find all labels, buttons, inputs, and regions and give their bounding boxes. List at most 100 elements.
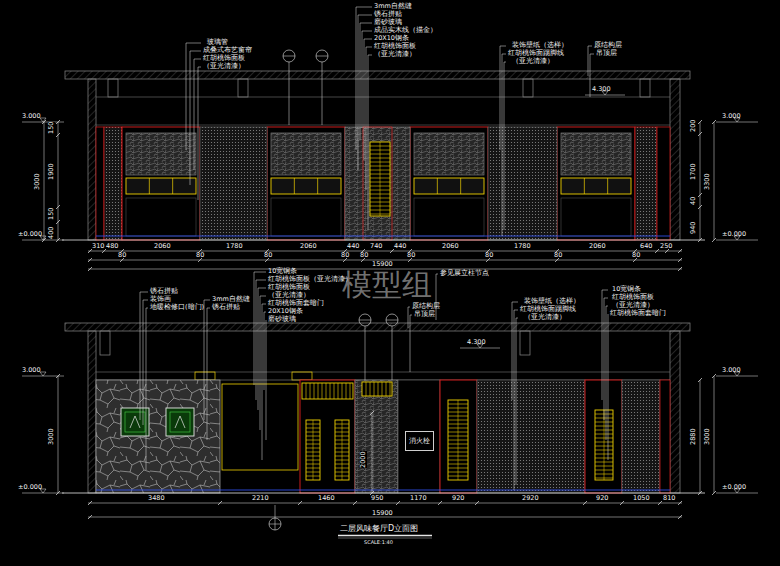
dimension-tick bbox=[620, 501, 624, 505]
drawing-label: （亚光清漆） bbox=[374, 51, 416, 58]
dimension-tick bbox=[712, 491, 716, 495]
dimension-tick bbox=[265, 258, 269, 262]
dimension-tick bbox=[555, 258, 559, 262]
drawing-label: 红胡桃饰面套暗门 bbox=[610, 310, 666, 317]
red-walnut-panel bbox=[660, 380, 670, 493]
leader-line bbox=[604, 298, 608, 299]
section-marker-line bbox=[289, 62, 290, 125]
leader-line bbox=[264, 312, 265, 390]
drawing-label: 2000 bbox=[360, 451, 367, 468]
drawing-label: 940 bbox=[690, 222, 697, 234]
leader-line bbox=[516, 318, 518, 319]
drawing-label: 地暖检修口(暗门) bbox=[150, 304, 204, 311]
dimension-tick bbox=[56, 374, 60, 378]
leader-line bbox=[260, 296, 261, 430]
drawing-label: 红胡桃饰面板（亚光清漆） bbox=[268, 276, 352, 283]
ladder-rung bbox=[306, 383, 307, 399]
drawing-label: 1780 bbox=[226, 243, 243, 250]
wallpaper-panel bbox=[477, 380, 585, 493]
wallpaper-panel bbox=[622, 380, 660, 493]
stone-panel bbox=[414, 133, 484, 175]
dimension-line bbox=[58, 376, 59, 493]
hydrant-box: 消火栓 bbox=[405, 431, 434, 451]
hidden-door bbox=[585, 380, 622, 493]
dimension-tick bbox=[655, 249, 659, 253]
dimension-line bbox=[714, 122, 715, 240]
dimension-tick bbox=[88, 258, 92, 262]
dimension-tick bbox=[218, 501, 222, 505]
section-marker-line bbox=[275, 505, 276, 530]
title-underline bbox=[338, 538, 432, 539]
drawing-label: （亚光清漆） bbox=[512, 58, 554, 65]
section-marker-line bbox=[322, 62, 323, 125]
stone-wall bbox=[96, 380, 220, 493]
leader-line bbox=[512, 302, 513, 400]
leader-line bbox=[366, 47, 372, 48]
drawing-label: 80 bbox=[264, 252, 272, 259]
hidden-door bbox=[440, 380, 477, 493]
stone-panel bbox=[561, 133, 631, 175]
level-marker bbox=[40, 118, 46, 122]
dimension-line bbox=[88, 251, 682, 252]
leader-line bbox=[358, 15, 359, 170]
light-box bbox=[292, 372, 312, 380]
section-marker bbox=[386, 314, 398, 326]
stone-column bbox=[345, 127, 410, 240]
dimension-tick bbox=[88, 249, 92, 253]
ladder-rung bbox=[342, 383, 343, 399]
leader-line bbox=[143, 300, 144, 425]
painting-inner bbox=[170, 412, 190, 432]
section-marker-line bbox=[283, 56, 295, 57]
drawing-label: 2060 bbox=[154, 243, 171, 250]
ladder-rung bbox=[326, 383, 327, 399]
window-frame bbox=[126, 178, 196, 194]
ceiling-slab bbox=[65, 323, 690, 331]
leader-line bbox=[362, 31, 363, 128]
leader-line bbox=[207, 308, 208, 440]
leader-line bbox=[190, 51, 201, 52]
leader-line bbox=[360, 23, 372, 24]
dimension-tick bbox=[678, 501, 682, 505]
drawing-label: 80 bbox=[118, 252, 126, 259]
decorative-painting bbox=[121, 408, 149, 436]
drawing-label: 10宽铜条 bbox=[612, 286, 641, 293]
drawing-label: 3480 bbox=[148, 495, 165, 502]
dimension-line bbox=[88, 517, 682, 518]
box-label: 消火栓 bbox=[406, 438, 433, 445]
wall-column bbox=[88, 331, 96, 493]
ladder-rung bbox=[378, 382, 379, 396]
drawing-label: 2210 bbox=[252, 495, 269, 502]
drawing-label: 红胡桃饰面板 bbox=[612, 294, 654, 301]
brass-ladder bbox=[595, 410, 613, 480]
leader-line bbox=[254, 272, 266, 273]
leader-line bbox=[256, 280, 257, 400]
leader-line bbox=[262, 304, 263, 460]
ladder-rung bbox=[330, 383, 331, 399]
dimension-tick bbox=[698, 193, 702, 197]
wallpaper-panel bbox=[200, 127, 267, 240]
drawing-label: 3000 bbox=[704, 428, 711, 445]
dimension-tick bbox=[633, 258, 637, 262]
drawing-label: 740 bbox=[370, 243, 382, 250]
dimension-tick bbox=[658, 501, 662, 505]
decorative-painting bbox=[166, 408, 194, 436]
leader-line bbox=[514, 310, 515, 490]
stone-panel bbox=[271, 133, 341, 175]
dimension-tick bbox=[353, 501, 357, 505]
painting-figure bbox=[130, 416, 140, 428]
hidden-door bbox=[300, 380, 355, 493]
ladder-rail bbox=[342, 420, 343, 480]
window-panel bbox=[557, 127, 635, 240]
section-marker-line bbox=[359, 320, 371, 321]
ceiling-line bbox=[96, 97, 670, 98]
dimension-line bbox=[700, 122, 701, 240]
drawing-label: 红胡桃饰面板 bbox=[374, 43, 416, 50]
wallpaper-panel bbox=[488, 127, 557, 240]
painting-inner bbox=[125, 412, 145, 432]
ladder-rung bbox=[382, 382, 383, 396]
drawing-label: 80 bbox=[554, 252, 562, 259]
drawing-label: ±0.000 bbox=[18, 231, 42, 238]
dimension-tick bbox=[88, 267, 92, 271]
leader-line bbox=[356, 7, 357, 150]
dimension-tick bbox=[698, 238, 702, 242]
